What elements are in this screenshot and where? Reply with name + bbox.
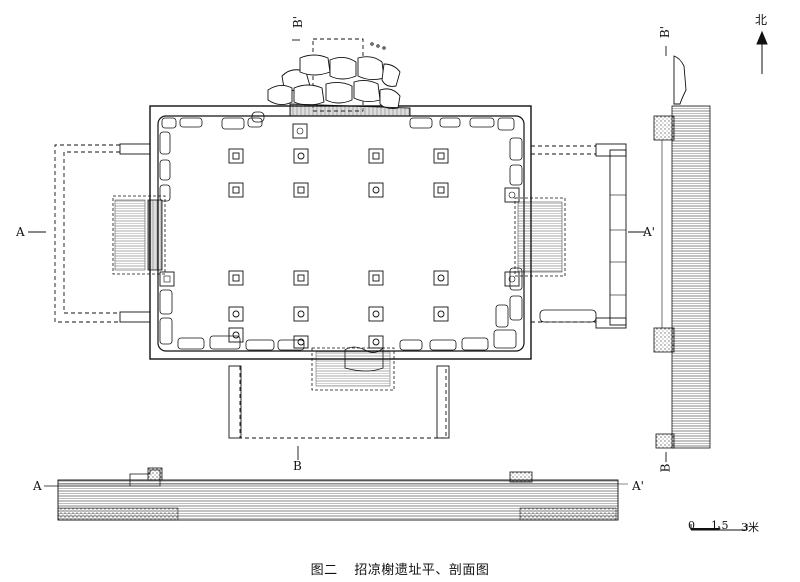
scale-bar [690,524,748,531]
north-stone-cluster [267,38,411,117]
figure-title: 招凉榭遗址平、剖面图 [354,563,490,578]
label-b-prime-top: B' [291,15,306,29]
label-a-section: A [33,479,42,493]
section-markers [28,39,667,462]
label-a-prime-plan: A' [643,225,655,239]
figure-number: 图二 [310,563,338,578]
label-b-section: B [658,463,673,473]
building-foundation [149,105,532,360]
scale-tick-0: 0 [688,519,695,532]
section-a-profile [44,467,628,521]
label-a-plan: A [16,225,25,239]
figure-caption: 图二 招凉榭遗址平、剖面图 [0,559,800,578]
label-b-plan: B [293,459,302,473]
side-annexes [54,143,627,439]
column-bases [228,148,449,349]
section-b-profile [653,55,711,449]
north-arrow-icon [756,30,768,74]
scale-tick-2: 3米 [741,521,759,534]
label-a-prime-section: A' [632,479,644,493]
scale-tick-1: 1.5 [711,519,729,532]
north-label: 北 [755,13,768,27]
label-b-prime-section: B' [658,25,673,39]
